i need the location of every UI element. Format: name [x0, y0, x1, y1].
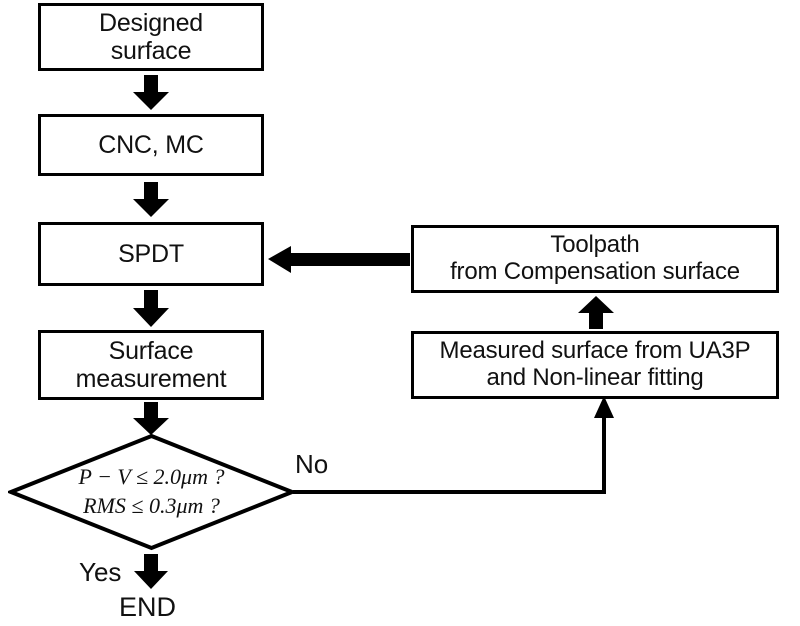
arrow-designed-to-cnc	[132, 75, 170, 111]
node-designed-surface-label: Designed surface	[98, 9, 204, 65]
node-designed-surface: Designed surface	[38, 3, 264, 71]
arrow-decision-yes-to-end	[133, 554, 169, 590]
arrow-surface-measurement-to-decision	[132, 402, 170, 436]
node-spdt: SPDT	[38, 222, 264, 286]
decision-condition-line-1: P − V ≤ 2.0μm ?	[78, 464, 225, 490]
node-decision-tolerance: P − V ≤ 2.0μm ? RMS ≤ 0.3μm ?	[8, 433, 295, 551]
node-toolpath-compensation-label: Toolpath from Compensation surface	[450, 231, 740, 285]
arrow-cnc-to-spdt	[132, 182, 170, 218]
node-decision-label-group: P − V ≤ 2.0μm ? RMS ≤ 0.3μm ?	[8, 433, 295, 551]
node-surface-measurement-label: Surface measurement	[75, 337, 227, 393]
arrow-measured-to-toolpath	[577, 296, 615, 330]
decision-condition-line-2: RMS ≤ 0.3μm ?	[83, 493, 220, 518]
node-spdt-label: SPDT	[118, 240, 184, 268]
arrow-spdt-to-surface-measurement	[132, 290, 170, 328]
node-measured-surface: Measured surface from UA3P and Non-linea…	[411, 331, 779, 399]
arrow-toolpath-to-spdt	[268, 243, 411, 275]
node-surface-measurement: Surface measurement	[38, 330, 264, 400]
edge-label-no: No	[295, 449, 329, 479]
node-cnc-mc: CNC, MC	[38, 114, 264, 176]
node-toolpath-compensation: Toolpath from Compensation surface	[411, 225, 779, 293]
node-cnc-mc-label: CNC, MC	[98, 131, 204, 159]
node-end-label: END	[119, 592, 177, 622]
node-measured-surface-label: Measured surface from UA3P and Non-linea…	[439, 337, 751, 391]
edge-label-yes: Yes	[79, 557, 122, 587]
